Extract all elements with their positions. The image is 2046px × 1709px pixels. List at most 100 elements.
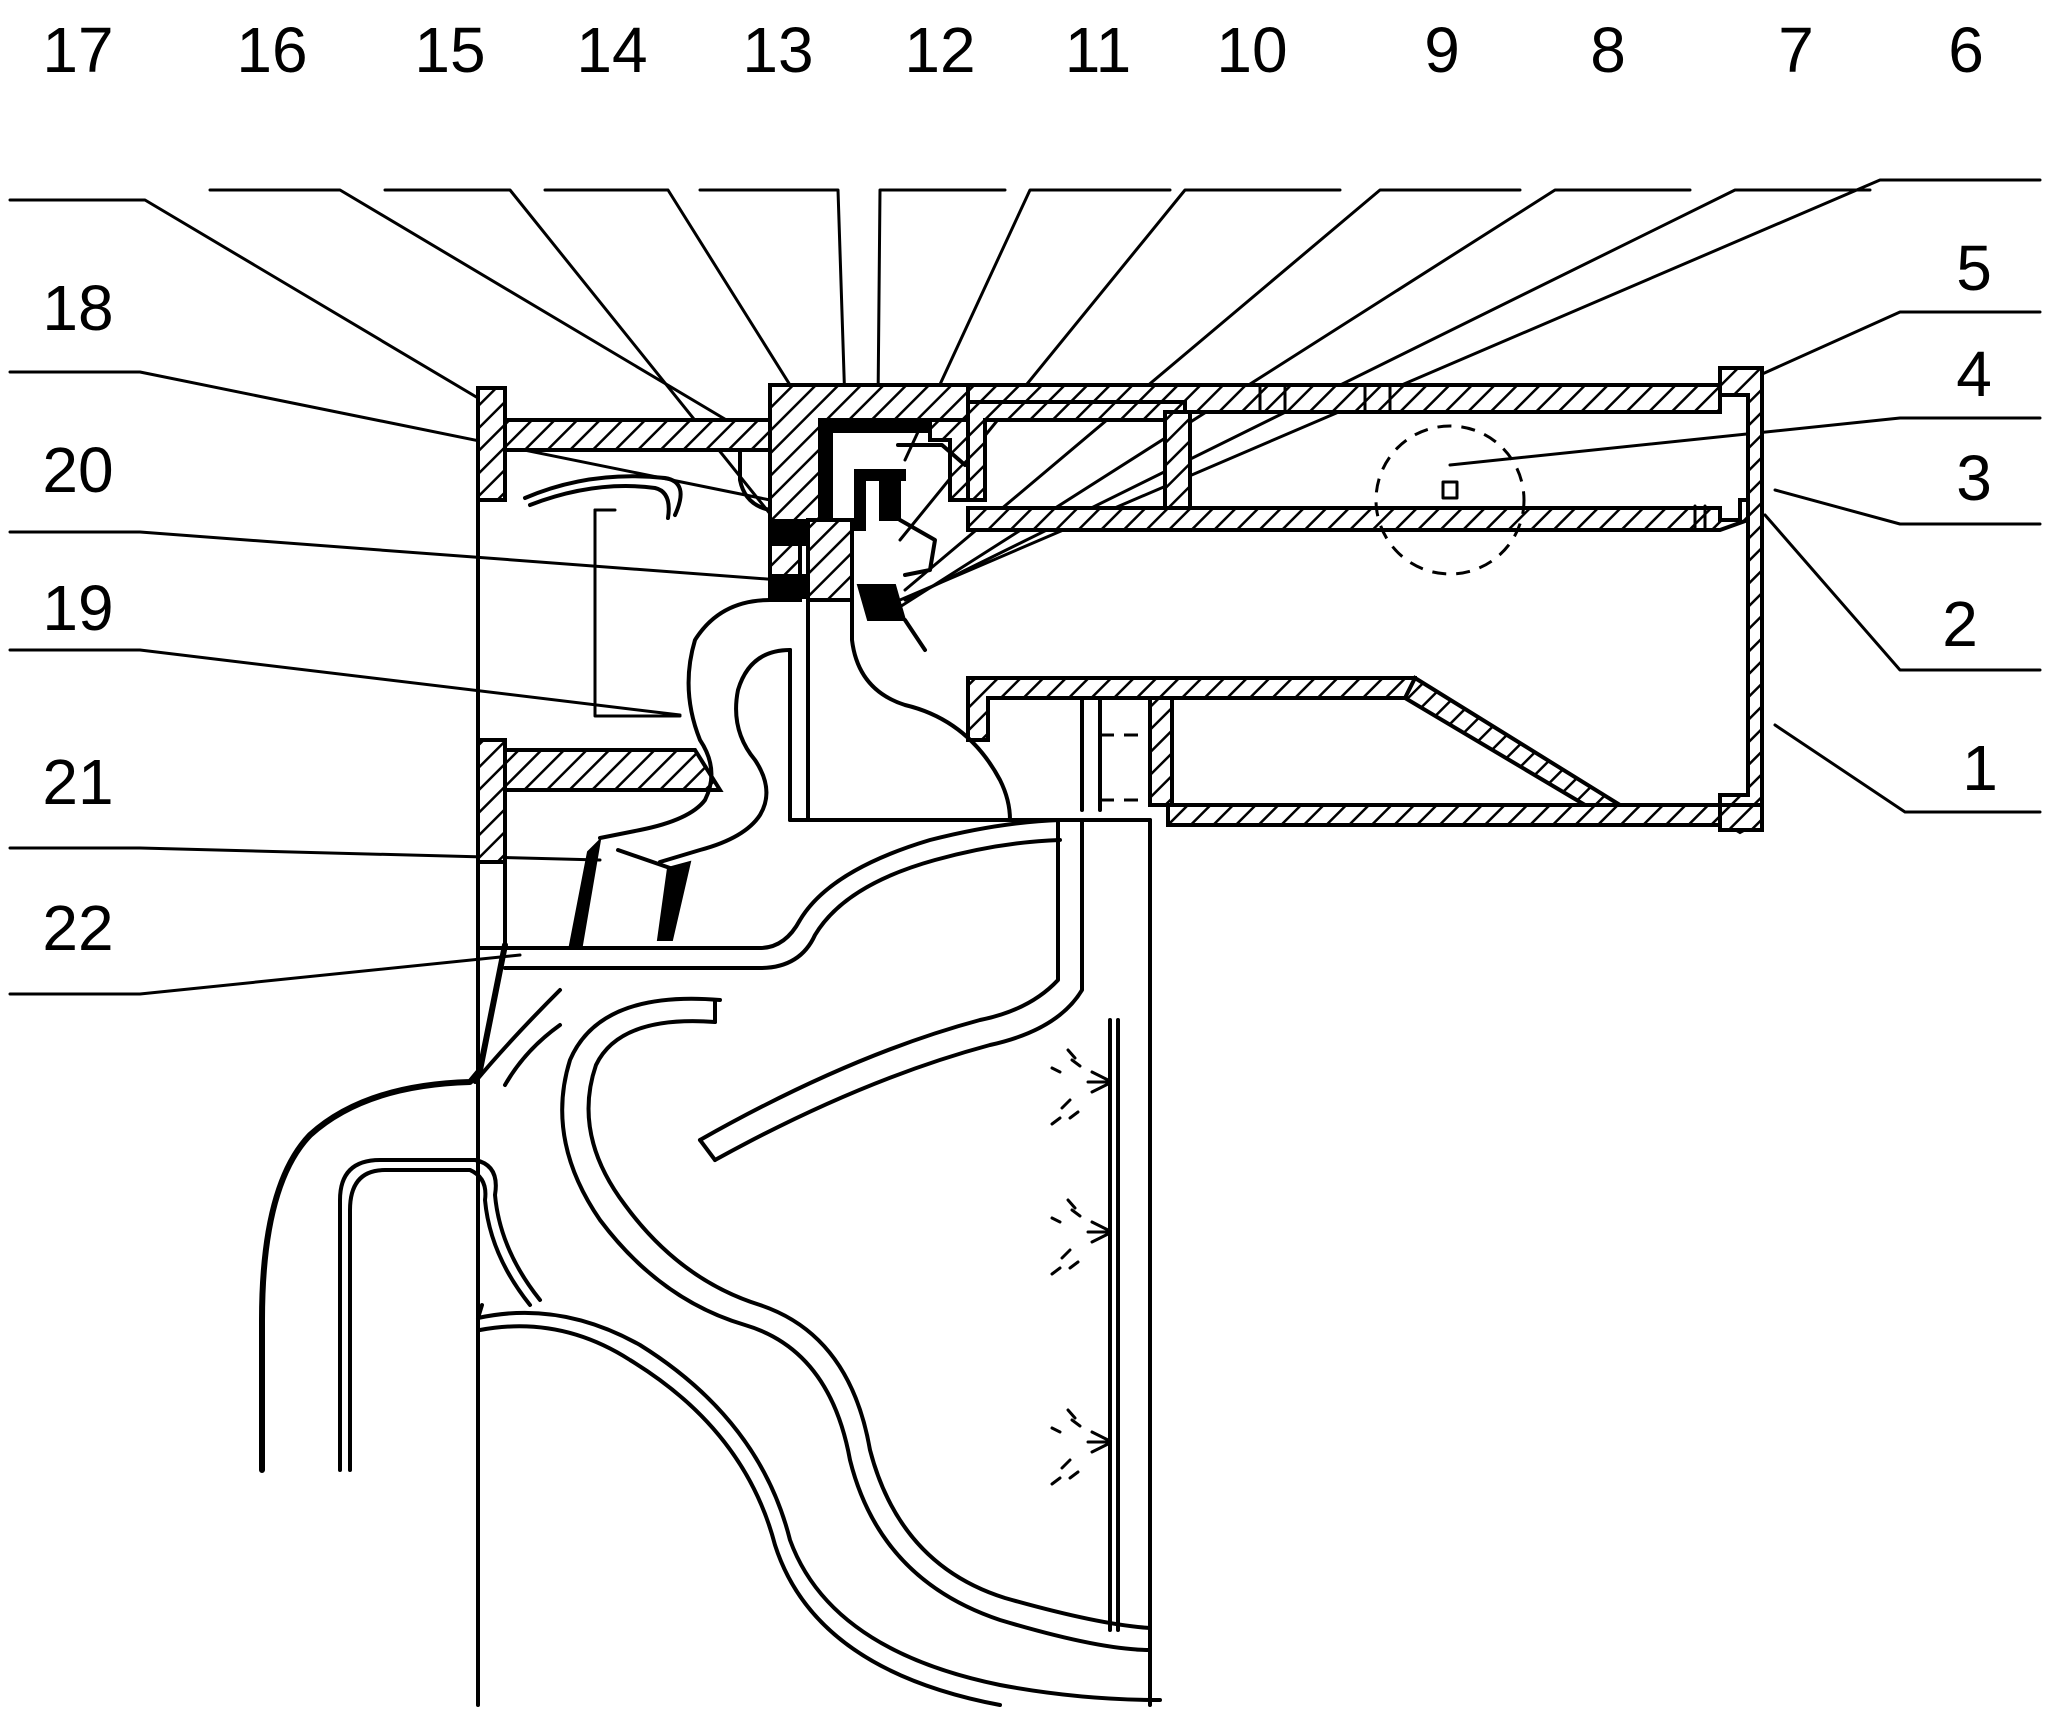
inlet-wall <box>473 988 562 1084</box>
label-6: 6 <box>1948 14 1984 86</box>
wedge-bridge <box>616 848 672 870</box>
hook-part <box>523 474 683 520</box>
diagonal-baffle <box>1402 675 1628 807</box>
wedge-left <box>568 837 602 946</box>
trap-inner <box>348 1168 532 1472</box>
s-flow-guide-inner <box>658 648 792 864</box>
leader-4 <box>1448 416 2042 467</box>
outer-shell-left <box>259 942 508 1473</box>
central-valve-assembly <box>768 383 1012 822</box>
label-18: 18 <box>42 272 113 344</box>
spray-marks <box>1050 1048 1110 1486</box>
spray-mark-2 <box>1050 1198 1110 1276</box>
bracket-line <box>593 508 682 718</box>
label-7: 7 <box>1778 14 1814 86</box>
label-4: 4 <box>1956 338 1992 410</box>
end-cap-lower-lip <box>1718 803 1764 832</box>
spray-pipe-outer <box>698 818 1060 1142</box>
label-10: 10 <box>1216 14 1287 86</box>
label-8: 8 <box>1590 14 1626 86</box>
leader-8 <box>893 188 1692 612</box>
leader-12 <box>876 188 1007 407</box>
label-11: 11 <box>1065 14 1131 86</box>
spray-mark-1 <box>1050 1048 1110 1126</box>
valve-plug <box>879 479 901 521</box>
left-lower-wall <box>503 748 724 792</box>
leader-1 <box>1773 723 2042 814</box>
label-2: 2 <box>1942 588 1978 660</box>
bowl-rim-lower <box>503 838 1062 970</box>
leader-10 <box>898 188 1342 542</box>
valve-channel <box>806 598 1012 822</box>
bowl-inner-outline-2 <box>586 1019 1152 1630</box>
right-label-column: 5 4 3 2 1 <box>1942 232 1998 804</box>
label-5: 5 <box>1956 232 1992 304</box>
lower-duct-bottom-wall <box>1166 803 1722 827</box>
leader-20 <box>8 530 782 582</box>
bowl-inner-outline-1 <box>560 996 1152 1652</box>
label-21: 21 <box>42 746 113 818</box>
support-arm <box>738 448 772 512</box>
diaphragm-lower <box>898 518 937 577</box>
leader-22 <box>8 953 522 996</box>
spray-pipe-inner <box>713 818 1084 1162</box>
bowl-bottom-outer <box>476 1303 1162 1702</box>
leader-3 <box>1773 488 2042 526</box>
sensor-element <box>1441 480 1459 500</box>
main-body <box>259 818 1162 1707</box>
label-3: 3 <box>1956 442 1992 514</box>
label-15: 15 <box>414 14 485 86</box>
leader-9 <box>903 188 1522 592</box>
inlet-wall-2 <box>503 1023 562 1087</box>
trap-outer <box>338 1158 542 1472</box>
spray-mark-3 <box>1050 1408 1110 1486</box>
leader-2 <box>1763 513 2042 672</box>
valve-right-cap <box>928 418 970 502</box>
leader-15 <box>383 188 777 522</box>
valve-seal-inner <box>854 469 906 531</box>
label-19: 19 <box>42 572 113 644</box>
left-upper-wall <box>503 418 792 452</box>
leader-16 <box>208 188 762 442</box>
chamber-divider <box>1163 410 1192 510</box>
leader-19 <box>8 648 682 717</box>
inner-chamber-box <box>963 400 1187 502</box>
upper-channel-floor <box>966 498 1750 532</box>
spray-pipe-end <box>698 1138 717 1162</box>
vertical-pipe-right-wall <box>1148 696 1174 807</box>
label-12: 12 <box>904 14 975 86</box>
valve-pin <box>903 618 927 652</box>
valve-seal-outer <box>819 419 931 521</box>
label-17: 17 <box>42 14 113 86</box>
label-22: 22 <box>42 892 113 964</box>
left-flange-upper <box>476 386 507 502</box>
leader-lines <box>8 178 2042 996</box>
wedge-right <box>656 860 692 941</box>
valve-stem <box>806 518 854 602</box>
valve-gasket-left <box>769 519 809 546</box>
leader-21 <box>8 846 602 862</box>
left-internals <box>523 448 792 946</box>
label-13: 13 <box>742 14 813 86</box>
leader-14 <box>543 188 792 387</box>
valve-lower-seal <box>856 584 907 621</box>
label-20: 20 <box>42 434 113 506</box>
left-label-column: 18 20 19 21 22 <box>42 272 113 964</box>
leader-5 <box>1758 310 2042 377</box>
leader-18 <box>8 370 772 502</box>
top-label-row: 17 16 15 14 13 12 11 10 9 8 7 6 <box>42 14 1983 86</box>
leader-13 <box>698 188 847 407</box>
s-flow-guide-outer <box>598 598 772 840</box>
label-16: 16 <box>236 14 307 86</box>
leader-6 <box>898 178 2042 602</box>
label-9: 9 <box>1424 14 1460 86</box>
leader-11 <box>903 188 1172 462</box>
bowl-bottom-inner <box>478 1324 1002 1707</box>
sensor-detail-circle <box>1374 424 1526 576</box>
lower-duct <box>966 675 1764 832</box>
left-housing <box>476 386 792 1707</box>
valve-gasket-lower <box>769 574 806 599</box>
bowl-rim-upper <box>478 818 1062 950</box>
label-14: 14 <box>576 14 647 86</box>
